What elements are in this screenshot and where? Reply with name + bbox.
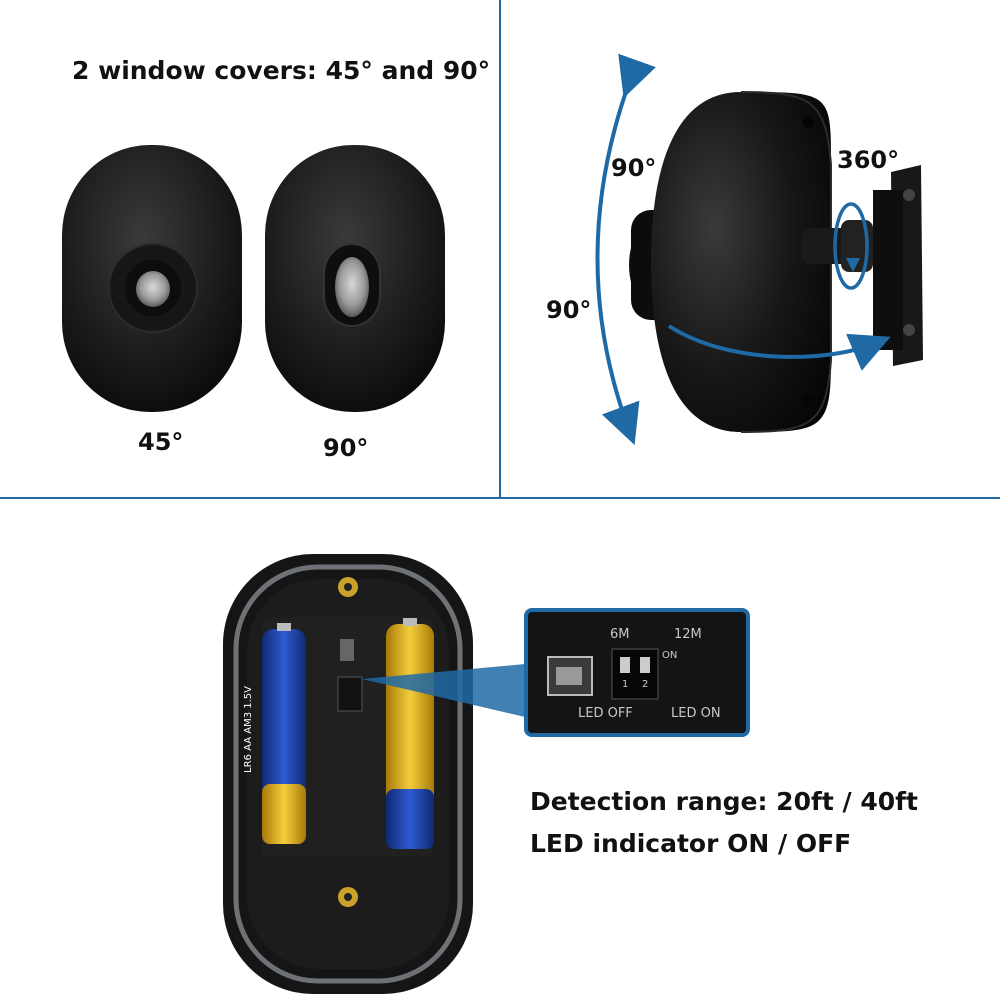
sensor-body-icon (629, 91, 832, 433)
zoom-led-on-label: LED ON (671, 706, 721, 721)
cover-45-label: 45° (138, 428, 184, 456)
dip-switch-icon (337, 676, 363, 712)
cover-90-label: 90° (323, 434, 369, 462)
led-indicator-text: LED indicator ON / OFF (530, 829, 852, 858)
cover-90-icon (265, 145, 445, 412)
horizontal-rotation-arrow (667, 324, 891, 371)
swivel-arrow (833, 202, 869, 290)
cover-45-icon (62, 145, 242, 412)
zoom-6m-label: 6M (610, 627, 630, 642)
horizontal-angle-label: 90° (546, 296, 592, 324)
zoom-dip-switch-icon (611, 648, 659, 700)
battery-right-icon (386, 618, 434, 849)
window-covers-panel: 2 window covers: 45° and 90° 45° 90° (0, 0, 499, 497)
rotation-panel: 90° 90° 360° (501, 0, 1000, 497)
battery-panel: 6M 12M ON 1 2 LED OFF LED ON LR6 AA AM3 … (0, 499, 1000, 1000)
swivel-angle-label: 360° (837, 146, 900, 174)
zoom-on-label: ON (662, 650, 678, 661)
battery-compartment-illustration (223, 554, 750, 994)
device-back-icon (223, 554, 473, 994)
detection-range-text: Detection range: 20ft / 40ft (530, 787, 918, 816)
led-slide-switch-icon (340, 639, 354, 661)
zoom-switch-1-label: 1 (622, 679, 629, 690)
battery-label: LR6 AA AM3 1.5V (242, 686, 254, 773)
vertical-tilt-arrow (595, 53, 656, 446)
zoom-led-off-label: LED OFF (578, 706, 633, 721)
rotation-illustration (595, 53, 923, 446)
window-covers-illustration (62, 145, 445, 412)
vertical-divider (499, 0, 501, 498)
zoom-12m-label: 12M (674, 627, 702, 642)
horizontal-divider (0, 497, 1000, 499)
zoom-switch-2-label: 2 (642, 679, 649, 690)
vertical-angle-label: 90° (611, 154, 657, 182)
covers-title: 2 window covers: 45° and 90° (72, 56, 491, 85)
battery-left-icon (262, 623, 306, 844)
zoom-wedge (362, 664, 525, 717)
